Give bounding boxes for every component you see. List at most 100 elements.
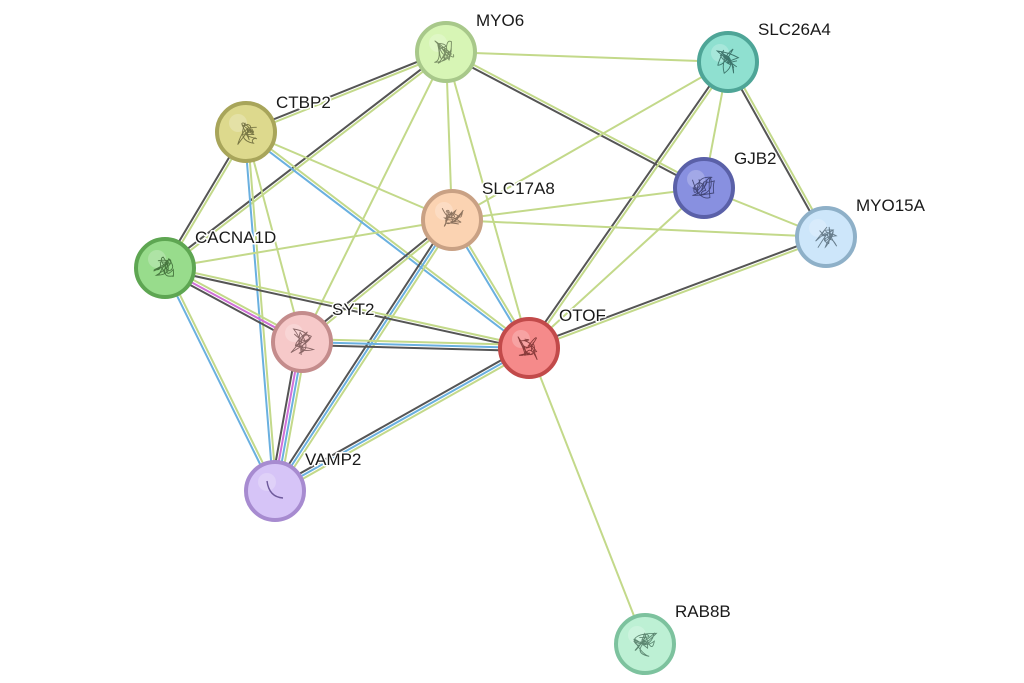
- node-highlight: [148, 250, 166, 268]
- edge-strand-coexpression: [725, 61, 826, 239]
- node-label-otof: OTOF: [559, 306, 606, 325]
- edge-strand-textmining: [245, 131, 303, 343]
- protein-structure-icon: [266, 480, 284, 499]
- edge-strand-textmining: [528, 237, 828, 351]
- edge-strand-coexpression: [163, 49, 447, 268]
- edge-strand-textmining: [528, 187, 705, 349]
- edge-strand-coexpression: [272, 344, 529, 490]
- protein-structure-icon: [815, 226, 838, 249]
- protein-structure-icon: [237, 122, 258, 145]
- node-slc17a8[interactable]: [421, 189, 483, 251]
- edge-strand-textmining: [451, 187, 705, 221]
- edge-strand-textmining: [451, 61, 729, 221]
- protein-structure-trace: [290, 328, 316, 356]
- edge-gjb2-otof[interactable]: [528, 187, 705, 349]
- protein-structure-trace: [153, 256, 174, 277]
- node-syt2[interactable]: [271, 311, 333, 373]
- node-rab8b[interactable]: [614, 613, 676, 675]
- node-gjb2[interactable]: [673, 157, 735, 219]
- protein-structure-trace: [691, 176, 715, 199]
- edge-strand-database: [274, 347, 530, 492]
- edge-strand-textmining: [275, 349, 532, 495]
- protein-structure-icon: [517, 336, 538, 360]
- edge-strand-coexpression: [444, 52, 705, 191]
- edge-slc26a4-myo15a[interactable]: [725, 60, 829, 239]
- node-highlight: [229, 114, 247, 132]
- protein-structure-icon: [153, 256, 174, 277]
- node-label-cacna1d: CACNA1D: [195, 228, 276, 247]
- edge-gjb2-slc17a8[interactable]: [451, 187, 705, 221]
- edge-slc17a8-myo15a[interactable]: [451, 219, 827, 238]
- node-vamp2[interactable]: [244, 460, 306, 522]
- node-highlight: [628, 626, 646, 644]
- edge-strand-textmining: [728, 60, 829, 238]
- edge-ctbp2-vamp2[interactable]: [243, 130, 278, 493]
- edge-strand-textmining: [164, 52, 448, 271]
- edge-strand-coexpression: [271, 217, 451, 491]
- edge-strand-textmining: [301, 51, 447, 343]
- edge-slc17a8-vamp2[interactable]: [271, 217, 456, 494]
- edge-myo15a-otof[interactable]: [527, 234, 828, 351]
- edge-ctbp2-otof[interactable]: [244, 129, 531, 351]
- edge-strand-database: [162, 267, 275, 493]
- node-myo15a[interactable]: [795, 206, 857, 268]
- edge-slc17a8-cacna1d[interactable]: [164, 219, 453, 269]
- edge-myo6-ctbp2[interactable]: [244, 49, 448, 135]
- edge-strand-coexpression: [300, 343, 530, 352]
- edge-strand-textmining: [165, 266, 278, 492]
- node-label-myo6: MYO6: [476, 11, 524, 30]
- edge-slc26a4-slc17a8[interactable]: [451, 61, 729, 221]
- edge-otof-vamp2[interactable]: [272, 344, 532, 495]
- edge-strand-textmining: [529, 61, 731, 350]
- protein-structure-trace: [237, 122, 258, 145]
- edge-strand-textmining: [445, 49, 706, 188]
- protein-structure-trace: [434, 40, 455, 64]
- protein-structure-trace: [633, 632, 658, 657]
- node-label-vamp2: VAMP2: [305, 450, 361, 469]
- node-label-slc26a4: SLC26A4: [758, 20, 831, 39]
- edge-otof-rab8b[interactable]: [528, 347, 646, 645]
- protein-structure-trace: [517, 336, 538, 360]
- edge-strand-coexpression: [244, 49, 447, 132]
- protein-structure-icon: [434, 40, 455, 64]
- edge-syt2-otof[interactable]: [300, 338, 531, 352]
- node-otof[interactable]: [498, 317, 560, 379]
- node-circle: [498, 317, 560, 379]
- protein-structure-icon: [290, 328, 316, 356]
- edge-ctbp2-syt2[interactable]: [245, 131, 303, 343]
- edge-myo6-gjb2[interactable]: [444, 49, 706, 191]
- edge-myo6-syt2[interactable]: [301, 51, 447, 343]
- edge-myo6-slc26a4[interactable]: [445, 51, 729, 63]
- node-myo6[interactable]: [415, 21, 477, 83]
- edge-strand-textmining: [301, 338, 531, 347]
- node-label-gjb2: GJB2: [734, 149, 777, 168]
- edge-ctbp2-slc17a8[interactable]: [245, 131, 453, 221]
- node-slc26a4[interactable]: [697, 31, 759, 93]
- node-label-slc17a8: SLC17A8: [482, 179, 555, 198]
- node-cacna1d[interactable]: [134, 237, 196, 299]
- edge-cacna1d-otof[interactable]: [163, 265, 531, 351]
- node-label-rab8b: RAB8B: [675, 602, 731, 621]
- node-highlight: [687, 170, 705, 188]
- edge-strand-coexpression: [526, 60, 728, 349]
- edge-strand-coexpression: [527, 234, 827, 348]
- edge-slc17a8-syt2[interactable]: [300, 217, 454, 345]
- node-ctbp2[interactable]: [215, 101, 277, 163]
- edge-myo6-cacna1d[interactable]: [163, 49, 448, 271]
- edge-strand-textmining: [164, 265, 531, 348]
- protein-structure-trace: [441, 208, 464, 227]
- edge-strand-textmining: [301, 220, 454, 345]
- edge-strand-textmining: [245, 52, 448, 135]
- edge-strand-textmining: [164, 219, 453, 269]
- edge-strand-textmining: [245, 131, 453, 221]
- node-highlight: [512, 330, 530, 348]
- node-circle: [795, 206, 857, 268]
- edge-strand-coexpression: [163, 268, 530, 351]
- protein-structure-trace: [715, 48, 740, 74]
- edge-strand-textmining: [246, 130, 278, 492]
- edge-slc26a4-otof[interactable]: [526, 60, 731, 350]
- edge-strand-database: [301, 341, 530, 349]
- edge-cacna1d-vamp2[interactable]: [162, 266, 278, 493]
